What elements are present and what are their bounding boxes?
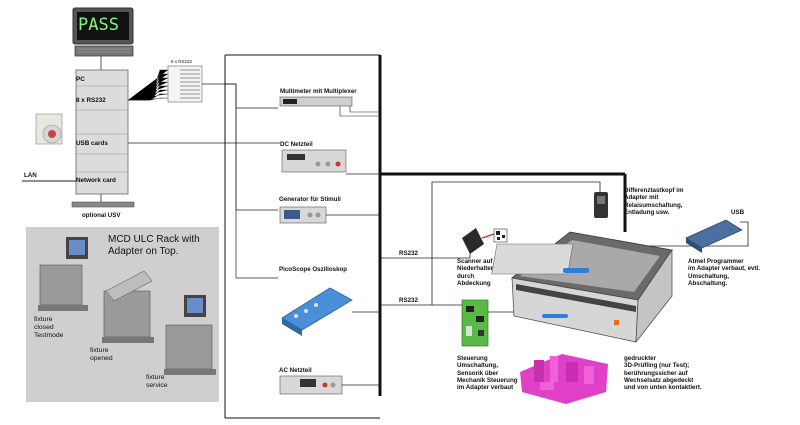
multimeter-label: Multimeter mit Multiplexer [280,88,357,95]
rack-fixture-closed-icon [38,237,88,311]
pc-tower-icon [75,69,129,195]
rack-panel [26,227,219,402]
printed-dut-icon [520,354,608,404]
rack-fixture-opened-icon [102,270,154,343]
terminal-screen-text: PASS [78,15,119,35]
dc-supply-label: DC Netzteil [280,141,313,148]
multimeter-icon [279,96,353,107]
usb-label: USB [731,209,745,216]
generator-icon [279,206,327,224]
ac-supply-label: AC Netzteil [279,367,312,374]
differential-probe-icon [594,192,608,218]
dc-supply-icon [281,149,347,173]
atmel-programmer-icon [685,219,743,253]
test-fixture-icon [491,231,673,344]
rack-fixtures-illustration [38,237,216,375]
usv-icon [71,201,135,208]
scanner-icon [462,228,508,254]
serial-adapter-icon [167,65,203,103]
lan-label: LAN [24,172,37,179]
rs232-label-b: RS232 [399,297,418,304]
pc-network-label: Network card [76,177,116,184]
serial-adapter-label: 8 x RS232 [171,59,193,64]
terminal-monitor-icon [72,7,134,57]
control-pcb-icon [461,299,489,347]
software-disc-icon [35,113,63,145]
pc-usb-label: USB cards [76,140,108,147]
picoscope-icon [281,287,353,336]
generator-label: Generator für Stimuli [279,196,341,203]
usv-label: optional USV [82,212,121,219]
rs232-label-a: RS232 [399,250,418,257]
ac-supply-icon [279,375,343,395]
picoscope-label: PicoScope Oszilloskop [279,266,348,273]
rack-fixture-service-icon [164,295,216,375]
pc-rs232-label: 8 x RS232 [76,97,106,104]
pc-label: PC [76,76,85,83]
